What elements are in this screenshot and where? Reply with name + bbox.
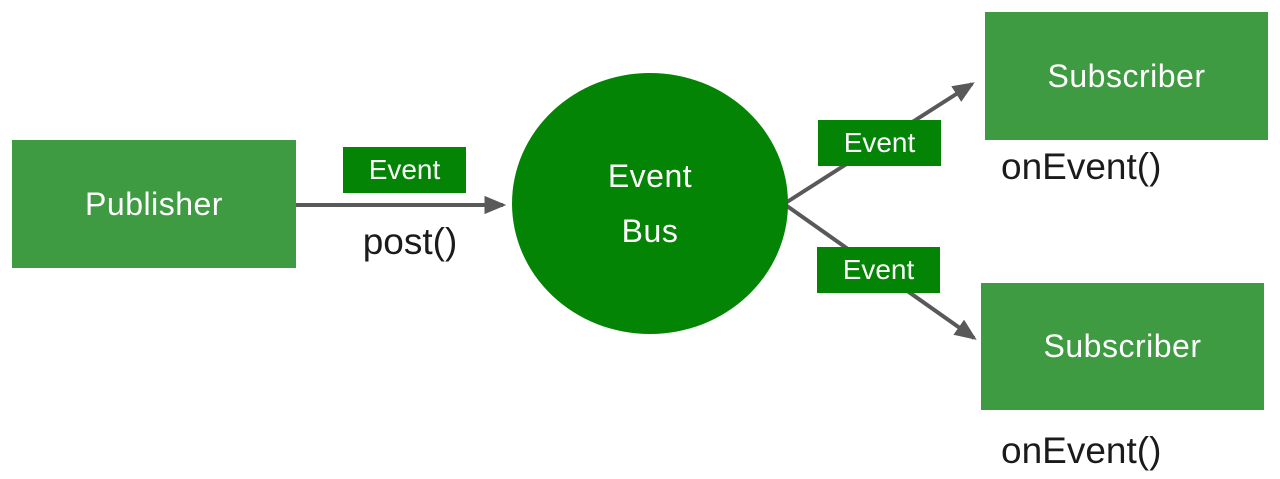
- subscriber2-node: Subscriber: [981, 283, 1264, 410]
- subscriber2-method-label: onEvent(): [1001, 430, 1162, 471]
- event-tag-subscriber2-label: Event: [842, 254, 915, 285]
- event-tag-publisher: Event: [343, 147, 466, 193]
- subscriber2-label: Subscriber: [1043, 328, 1202, 364]
- event-bus-node: Event Bus: [512, 73, 788, 334]
- subscriber1-method-label: onEvent(): [1001, 146, 1162, 187]
- event-tag-publisher-label: Event: [368, 154, 441, 185]
- publisher-label: Publisher: [85, 185, 223, 222]
- event-tag-subscriber1: Event: [818, 120, 941, 166]
- publisher-node: Publisher: [12, 140, 296, 268]
- event-tag-subscriber1-label: Event: [843, 127, 916, 158]
- event-bus-label-line2: Bus: [621, 212, 679, 249]
- post-method-label: post(): [362, 221, 458, 262]
- event-bus-label-line1: Event: [607, 157, 693, 194]
- subscriber1-label: Subscriber: [1047, 57, 1206, 94]
- subscriber1-node: Subscriber: [985, 12, 1268, 140]
- event-tag-subscriber2: Event: [817, 247, 940, 293]
